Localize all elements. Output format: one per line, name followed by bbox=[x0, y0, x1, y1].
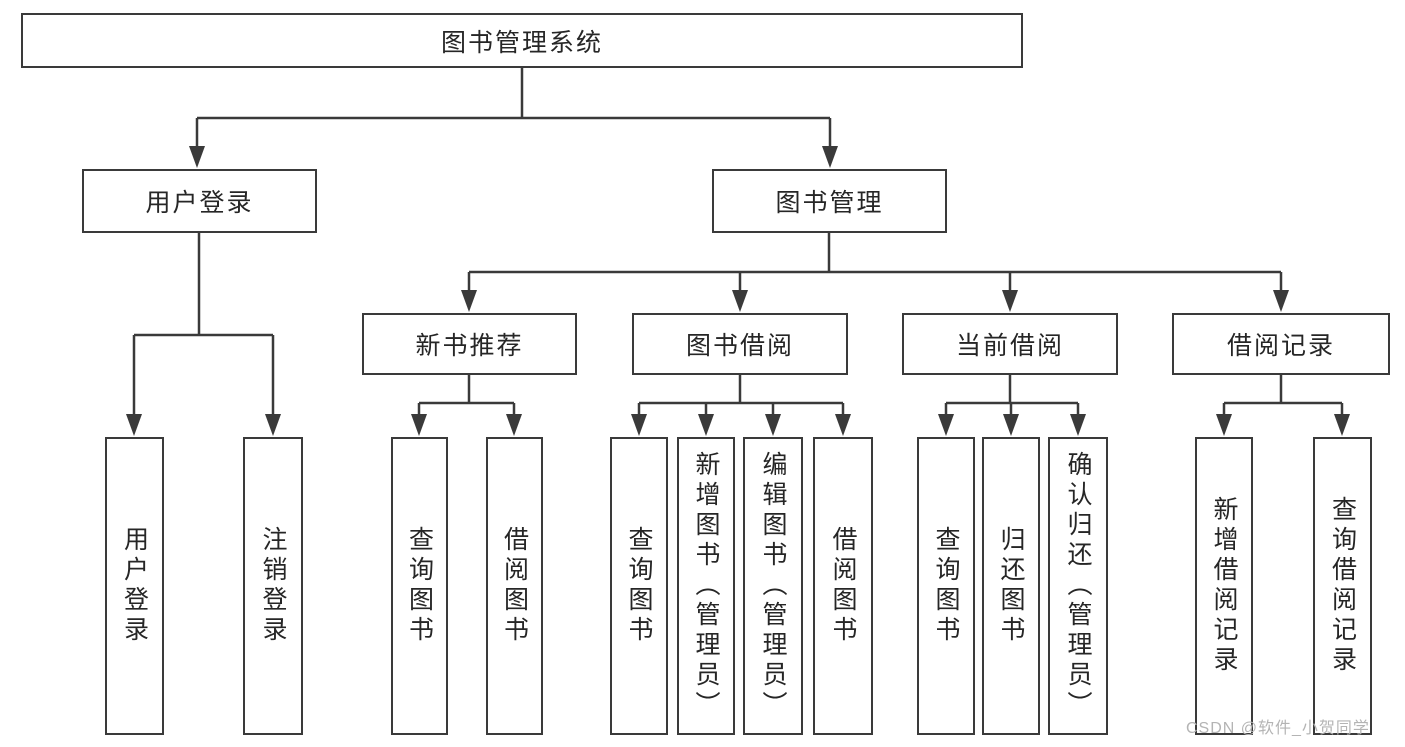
leaf-query-borrow-record: 查询借阅记录 bbox=[1313, 437, 1372, 735]
arrowhead-down-icon bbox=[1273, 290, 1289, 312]
node-new-book-recommend-label: 新书推荐 bbox=[415, 332, 524, 360]
connector-login-to-leaves bbox=[126, 233, 281, 436]
node-book-management: 图书管理 bbox=[712, 169, 947, 233]
node-library-system-label: 图书管理系统 bbox=[440, 28, 603, 57]
leaf-return-books: 归还图书 bbox=[982, 437, 1040, 735]
arrowhead-down-icon bbox=[765, 414, 781, 436]
node-user-login: 用户登录 bbox=[82, 169, 317, 233]
arrowhead-down-icon bbox=[411, 414, 427, 436]
node-current-borrowing: 当前借阅 bbox=[902, 313, 1118, 375]
leaf-add-book-admin-label: 新增图书（管理员） bbox=[692, 451, 720, 721]
arrowhead-down-icon bbox=[835, 414, 851, 436]
arrowhead-down-icon bbox=[1003, 414, 1019, 436]
arrowhead-down-icon bbox=[126, 414, 142, 436]
arrowhead-down-icon bbox=[1002, 290, 1018, 312]
connector-borrowing-to-leaves bbox=[631, 375, 851, 436]
arrowhead-down-icon bbox=[938, 414, 954, 436]
arrowhead-down-icon bbox=[189, 146, 205, 168]
arrowhead-down-icon bbox=[1070, 414, 1086, 436]
leaf-query-books-borrowing-label: 查询图书 bbox=[625, 526, 653, 646]
arrowhead-down-icon bbox=[631, 414, 647, 436]
node-new-book-recommend: 新书推荐 bbox=[362, 313, 577, 375]
leaf-add-book-admin: 新增图书（管理员） bbox=[677, 437, 735, 735]
leaf-edit-book-admin: 编辑图书（管理员） bbox=[743, 437, 803, 735]
leaf-query-borrow-record-label: 查询借阅记录 bbox=[1328, 496, 1357, 676]
leaf-query-books-recommend: 查询图书 bbox=[391, 437, 448, 735]
leaf-logout-label: 注销登录 bbox=[259, 526, 287, 646]
arrowhead-down-icon bbox=[506, 414, 522, 436]
leaf-return-books-label: 归还图书 bbox=[997, 526, 1025, 646]
node-library-system: 图书管理系统 bbox=[21, 13, 1023, 68]
leaf-add-borrow-record-label: 新增借阅记录 bbox=[1210, 496, 1238, 676]
arrowhead-down-icon bbox=[732, 290, 748, 312]
leaf-borrow-books-recommend: 借阅图书 bbox=[486, 437, 543, 735]
node-book-borrowing: 图书借阅 bbox=[632, 313, 848, 375]
leaf-query-books-recommend-label: 查询图书 bbox=[405, 526, 434, 646]
leaf-borrow-books-recommend-label: 借阅图书 bbox=[500, 526, 529, 646]
leaf-user-login-label: 用户登录 bbox=[120, 526, 149, 646]
connector-management-to-sections bbox=[461, 233, 1289, 312]
arrowhead-down-icon bbox=[265, 414, 281, 436]
arrowhead-down-icon bbox=[1334, 414, 1350, 436]
leaf-logout: 注销登录 bbox=[243, 437, 303, 735]
node-current-borrowing-label: 当前借阅 bbox=[955, 332, 1064, 360]
node-book-management-label: 图书管理 bbox=[775, 189, 884, 217]
connector-recommend-to-leaves bbox=[411, 375, 522, 436]
leaf-borrow-books-borrowing-label: 借阅图书 bbox=[829, 526, 857, 646]
connector-current-to-leaves bbox=[938, 375, 1086, 436]
connector-records-to-leaves bbox=[1216, 375, 1350, 436]
node-borrowing-records-label: 借阅记录 bbox=[1226, 332, 1335, 360]
leaf-confirm-return-admin-label: 确认归还（管理员） bbox=[1064, 451, 1092, 721]
arrowhead-down-icon bbox=[698, 414, 714, 436]
node-borrowing-records: 借阅记录 bbox=[1172, 313, 1390, 375]
leaf-query-books-current-label: 查询图书 bbox=[932, 526, 960, 646]
leaf-edit-book-admin-label: 编辑图书（管理员） bbox=[759, 451, 787, 721]
node-user-login-label: 用户登录 bbox=[145, 189, 254, 217]
watermark: CSDN @软件_小贺同学 bbox=[1186, 720, 1370, 737]
node-book-borrowing-label: 图书借阅 bbox=[685, 332, 794, 360]
leaf-confirm-return-admin: 确认归还（管理员） bbox=[1048, 437, 1108, 735]
arrowhead-down-icon bbox=[1216, 414, 1232, 436]
arrowhead-down-icon bbox=[461, 290, 477, 312]
leaf-borrow-books-borrowing: 借阅图书 bbox=[813, 437, 873, 735]
arrowhead-down-icon bbox=[822, 146, 838, 168]
leaf-user-login: 用户登录 bbox=[105, 437, 164, 735]
leaf-query-books-borrowing: 查询图书 bbox=[610, 437, 668, 735]
connector-root-to-branches bbox=[189, 68, 838, 168]
leaf-add-borrow-record: 新增借阅记录 bbox=[1195, 437, 1253, 735]
leaf-query-books-current: 查询图书 bbox=[917, 437, 975, 735]
